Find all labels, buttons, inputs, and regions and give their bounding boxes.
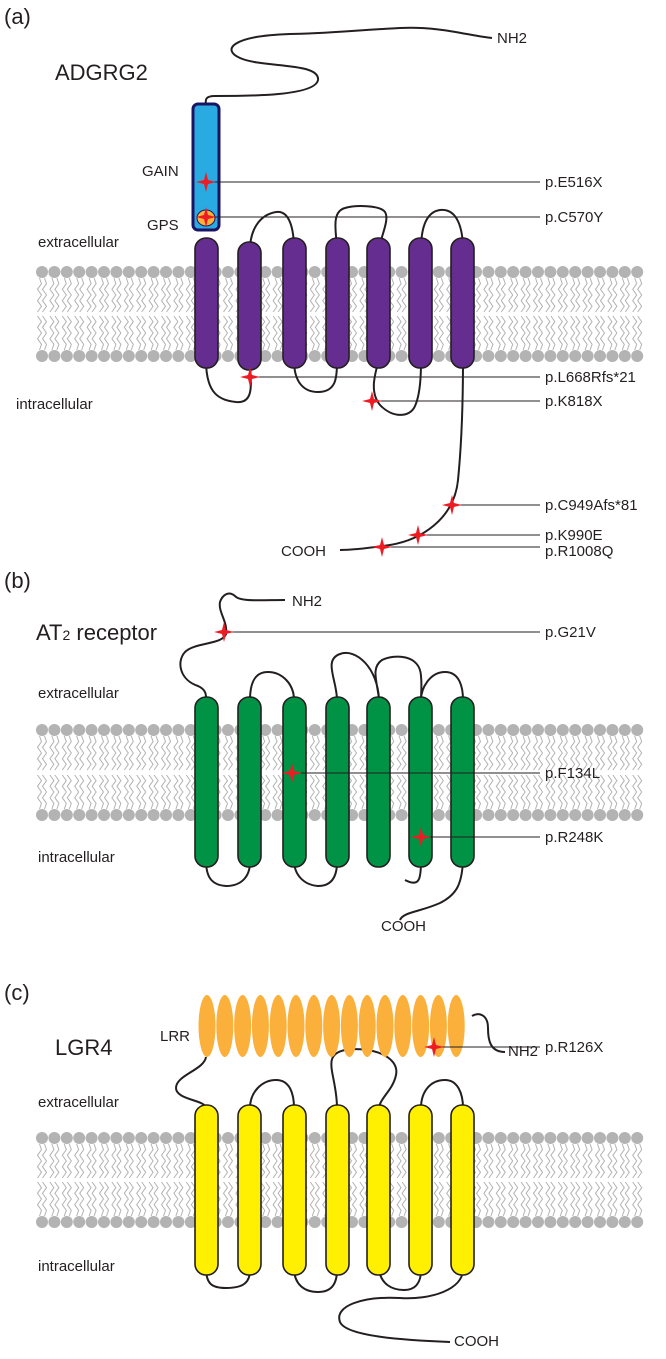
mutation-l668rfs: p.L668Rfs*21: [545, 369, 636, 386]
adgrg2-tm7: [450, 237, 475, 369]
gain-domain: [191, 102, 221, 232]
mutation-star-icon: [408, 525, 428, 545]
panel-b: (b) AT2 receptor extracellular intracell…: [4, 568, 603, 935]
panel-b-c-terminus: COOH: [381, 918, 426, 935]
panel-a-protein-name: ADGRG2: [55, 60, 148, 85]
adgrg2-tm4: [325, 237, 350, 369]
mutation-e516x: p.E516X: [545, 174, 603, 191]
mutation-star-icon: [282, 763, 302, 783]
at2-tm2: [237, 696, 262, 868]
panel-b-protein-name: AT2 receptor: [36, 620, 157, 645]
adgrg2-tm6: [408, 237, 433, 369]
at2-tm3: [282, 696, 307, 868]
protein-name-subscript: 2: [62, 627, 70, 643]
at2-tm1: [194, 696, 219, 868]
lrr-repeat: [358, 995, 376, 1057]
panel-c-label: (c): [4, 980, 30, 1005]
lrr-repeat: [305, 995, 323, 1057]
at2-tm6: [408, 696, 433, 868]
lrr-repeat: [376, 995, 394, 1057]
mutation-c949afs: p.C949Afs*81: [545, 497, 638, 514]
lgr4-tm2: [237, 1104, 262, 1276]
mutation-r1008q: p.R1008Q: [545, 543, 613, 560]
gps-label: GPS: [147, 217, 179, 234]
adgrg2-tm3: [282, 237, 307, 369]
protein-name-rest: receptor: [70, 620, 157, 645]
mutation-r126x: p.R126X: [545, 1039, 603, 1056]
panel-a-helices: [194, 237, 475, 371]
lgr4-tm5: [366, 1104, 391, 1276]
mutation-star-icon: [196, 207, 216, 227]
lrr-repeat: [198, 995, 216, 1057]
mutation-k990e: p.K990E: [545, 527, 603, 544]
lrr-repeat: [216, 995, 234, 1057]
adgrg2-tm5: [366, 237, 391, 369]
lrr-repeat: [251, 995, 269, 1057]
panel-a-c-terminus: COOH: [281, 543, 326, 560]
mutation-star-icon: [240, 367, 260, 387]
panel-b-helices: [194, 696, 475, 868]
panel-c-extracellular-label: extracellular: [38, 1094, 119, 1111]
at2-tm7: [450, 696, 475, 868]
lrr-repeat: [412, 995, 430, 1057]
panel-c-helices: [194, 1104, 475, 1276]
lrr-repeat: [340, 995, 358, 1057]
mutation-markers: [196, 172, 462, 1057]
mutation-f134l: p.F134L: [545, 765, 600, 782]
gain-label: GAIN: [142, 163, 179, 180]
panel-a: (a) ADGRG2 extracellular intracellular N…: [4, 4, 638, 560]
mutation-star-icon: [424, 1037, 444, 1057]
panel-b-label: (b): [4, 568, 31, 593]
panel-b-extracellular-label: extracellular: [38, 685, 119, 702]
panel-c-loops: [174, 1013, 506, 1343]
panel-c: (c) LGR4 LRR extracellular intracellular…: [4, 980, 603, 1350]
mutation-k818x: p.K818X: [545, 393, 603, 410]
mutation-r248k: p.R248K: [545, 829, 603, 846]
panel-c-intracellular-label: intracellular: [38, 1258, 115, 1275]
panel-a-label: (a): [4, 4, 31, 29]
panel-a-intracellular-label: intracellular: [16, 396, 93, 413]
panel-c-n-terminus: NH2: [508, 1043, 538, 1060]
panel-a-n-terminal-chain: [204, 26, 493, 107]
lrr-repeat: [234, 995, 252, 1057]
at2-tm5: [366, 696, 391, 868]
panel-c-c-terminus: COOH: [454, 1333, 499, 1350]
panel-b-intracellular-label: intracellular: [38, 849, 115, 866]
mutation-c570y: p.C570Y: [545, 209, 603, 226]
lrr-domain: [198, 995, 465, 1057]
lgr4-tm4: [325, 1104, 350, 1276]
panel-c-protein-name: LGR4: [55, 1035, 112, 1060]
lrr-repeat: [269, 995, 287, 1057]
adgrg2-tm2: [237, 241, 262, 371]
lrr-repeat: [323, 995, 341, 1057]
lrr-repeat: [287, 995, 305, 1057]
adgrg2-tm1: [194, 237, 219, 369]
panel-a-loops: [205, 205, 464, 551]
lgr4-tm3: [282, 1104, 307, 1276]
mutation-star-icon: [362, 391, 382, 411]
lgr4-tm7: [450, 1104, 475, 1276]
lgr4-tm1: [194, 1104, 219, 1276]
lgr4-tm6: [408, 1104, 433, 1276]
lrr-repeat: [447, 995, 465, 1057]
lrr-label: LRR: [160, 1028, 190, 1045]
panel-b-n-terminus: NH2: [292, 593, 322, 610]
panel-a-extracellular-label: extracellular: [38, 234, 119, 251]
mutation-g21v: p.G21V: [545, 624, 596, 641]
protein-name-main: AT: [36, 620, 62, 645]
panel-a-n-terminus: NH2: [497, 30, 527, 47]
mutation-star-icon: [214, 622, 234, 642]
at2-tm4: [325, 696, 350, 868]
mutation-star-icon: [411, 827, 431, 847]
mutation-star-icon: [442, 495, 462, 515]
mutation-star-icon: [372, 537, 392, 557]
lrr-repeat: [394, 995, 412, 1057]
mutation-star-icon: [196, 172, 216, 192]
